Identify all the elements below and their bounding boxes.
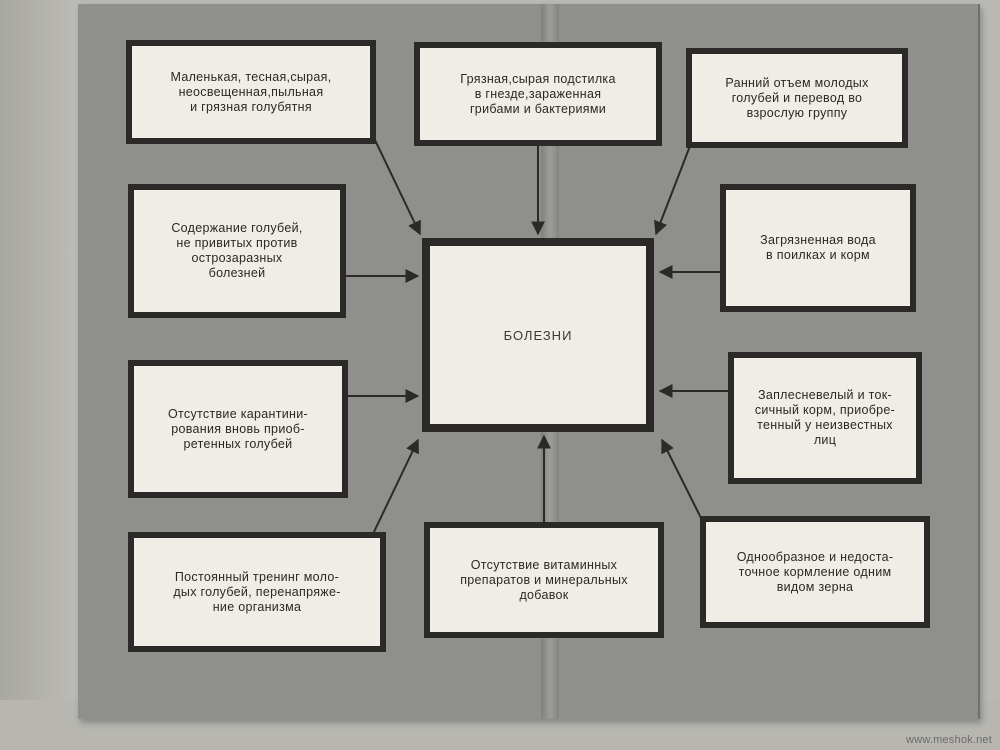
cause-box-feed: Заплесневелый и ток- сичный корм, приобр…	[728, 352, 922, 484]
cause-text-weaning: Ранний отъем молодых голубей и перевод в…	[725, 75, 869, 120]
watermark: www.meshok.net	[906, 734, 992, 746]
cause-text-water: Загрязненная вода в поилках и корм	[760, 233, 876, 262]
arrow-monotonous	[661, 438, 703, 521]
cause-text-feed: Заплесневелый и ток- сичный корм, приобр…	[754, 388, 896, 447]
cause-box-bedding: Грязная,сырая подстилка в гнезде,заражен…	[414, 42, 662, 146]
cause-box-vitamins: Отсутствие витаминных препаратов и минер…	[424, 522, 664, 638]
center-label: БОЛЕЗНИ	[503, 327, 573, 343]
arrow-weaning	[654, 145, 691, 236]
cause-text-bedding: Грязная,сырая подстилка в гнезде,заражен…	[460, 71, 616, 116]
cause-box-training: Постоянный тренинг моло- дых голубей, пе…	[128, 532, 386, 652]
table-surface-left	[0, 0, 80, 750]
center-box-diseases: БОЛЕЗНИ	[422, 238, 654, 432]
cause-text-training: Постоянный тренинг моло- дых голубей, пе…	[173, 569, 341, 614]
cause-text-monotonous: Однообразное и недоста- точное кормление…	[736, 549, 894, 594]
cause-box-dovecote: Маленькая, тесная,сырая, неосвещенная,пы…	[126, 40, 376, 144]
cause-text-vitamins: Отсутствие витаминных препаратов и минер…	[460, 557, 628, 602]
cause-text-quarantine: Отсутствие карантини- рования вновь прио…	[168, 406, 308, 451]
cause-box-unvaccinated: Содержание голубей, не привитых против о…	[128, 184, 346, 318]
cause-box-weaning: Ранний отъем молодых голубей и перевод в…	[686, 48, 908, 148]
cause-text-unvaccinated: Содержание голубей, не привитых против о…	[171, 221, 303, 280]
cause-text-dovecote: Маленькая, тесная,сырая, неосвещенная,пы…	[170, 69, 332, 114]
arrow-training	[371, 438, 419, 537]
cause-box-monotonous: Однообразное и недоста- точное кормление…	[700, 516, 930, 628]
arrow-dovecote	[374, 139, 421, 236]
cause-box-quarantine: Отсутствие карантини- рования вновь прио…	[128, 360, 348, 498]
cause-box-water: Загрязненная вода в поилках и корм	[720, 184, 916, 312]
